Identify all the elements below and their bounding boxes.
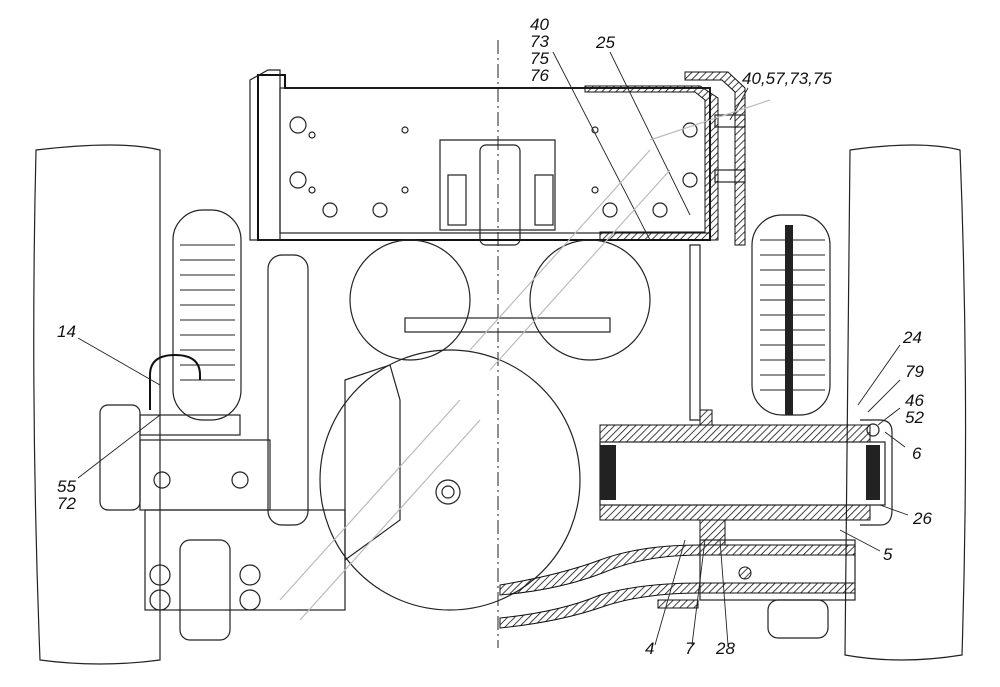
axle-bushing-left bbox=[600, 445, 616, 500]
frame-bracket-right bbox=[584, 85, 719, 241]
clamp-bolts-right bbox=[714, 114, 746, 183]
left-lower-nuts bbox=[149, 471, 261, 611]
left-leaf-spring bbox=[172, 209, 242, 421]
callout-4: 4 bbox=[645, 639, 655, 658]
callout-7: 7 bbox=[685, 639, 695, 658]
axle-shaft bbox=[599, 441, 886, 506]
vertical-strut bbox=[689, 244, 701, 421]
shackle-link bbox=[267, 254, 309, 526]
callout-46-52: 46 52 bbox=[905, 391, 924, 427]
brake-chamber-right bbox=[529, 239, 651, 361]
left-hub bbox=[99, 404, 141, 511]
left-lower-bolt bbox=[179, 539, 231, 641]
center-bracket bbox=[439, 139, 556, 231]
cam-housing bbox=[319, 349, 581, 611]
callout-79: 79 bbox=[905, 362, 924, 381]
right-tire bbox=[844, 144, 967, 661]
cam-bracket bbox=[344, 364, 401, 562]
callout-26: 26 bbox=[913, 509, 932, 528]
callout-40-73-75-76: 40 73 75 76 bbox=[530, 15, 549, 85]
callout-28: 28 bbox=[716, 639, 735, 658]
callout-55-72: 55 72 bbox=[57, 477, 76, 513]
leader-lines bbox=[77, 51, 909, 646]
lower-arm-pin bbox=[738, 566, 752, 580]
watermark bbox=[279, 99, 771, 621]
callout-25: 25 bbox=[596, 33, 615, 52]
left-tire bbox=[33, 144, 161, 665]
u-bolt bbox=[149, 353, 201, 410]
center-bolt-right bbox=[534, 174, 554, 226]
center-bolt-left bbox=[447, 174, 467, 226]
callout-5: 5 bbox=[883, 545, 893, 564]
chamber-mount bbox=[404, 317, 611, 333]
left-spring-leaves bbox=[180, 244, 235, 381]
cam-center-bolt bbox=[435, 479, 461, 505]
hub-lower-flange bbox=[699, 519, 726, 546]
hub-flange bbox=[699, 409, 713, 426]
axle-end-bolt bbox=[866, 423, 880, 437]
center-bracket-block bbox=[479, 144, 521, 246]
callout-14: 14 bbox=[57, 322, 76, 341]
brake-chamber-left bbox=[349, 239, 471, 361]
lower-plate bbox=[657, 599, 699, 609]
frame-side-left bbox=[249, 69, 281, 241]
cam-center-bolt-inner bbox=[441, 485, 455, 499]
axle-sleeve-bottom bbox=[599, 504, 871, 521]
right-spring-bolt bbox=[785, 225, 793, 415]
u-bolt-clamp bbox=[139, 414, 241, 436]
right-lower-bolt bbox=[767, 599, 829, 639]
axle-end-cap bbox=[860, 419, 893, 526]
callout-24: 24 bbox=[903, 328, 922, 347]
axle-bushing-right bbox=[866, 445, 880, 500]
frame-plate bbox=[279, 87, 711, 234]
frame-bolts bbox=[289, 116, 698, 218]
callout-40-57-73-75: 40,57,73,75 bbox=[742, 69, 832, 88]
frame-side-right bbox=[684, 71, 746, 246]
left-lower-bracket bbox=[144, 509, 346, 611]
axle-sleeve-top bbox=[599, 424, 871, 443]
callout-6: 6 bbox=[912, 444, 922, 463]
